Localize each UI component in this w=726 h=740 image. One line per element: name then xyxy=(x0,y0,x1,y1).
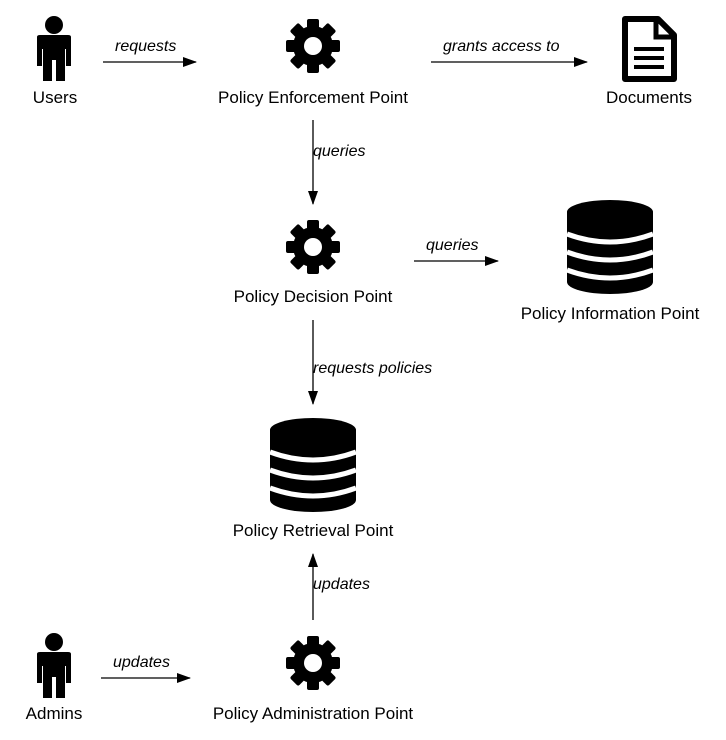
node-label-users: Users xyxy=(32,88,78,107)
node-label-pip: Policy Information Point xyxy=(520,304,700,323)
edge-label-admins-pap: updates xyxy=(113,654,170,671)
person-icon xyxy=(37,16,71,81)
person-icon xyxy=(37,633,71,698)
node-label-admins: Admins xyxy=(25,704,83,723)
node-label-pdp: Policy Decision Point xyxy=(233,287,393,306)
node-label-pep: Policy Enforcement Point xyxy=(218,88,408,107)
document-icon xyxy=(622,16,677,82)
edge-label-pep-pdp: queries xyxy=(313,143,366,160)
edge-label-users-pep: requests xyxy=(115,38,177,55)
node-label-documents: Documents xyxy=(606,88,692,107)
gear-icon xyxy=(286,636,340,690)
edge-label-pep-documents: grants access to xyxy=(443,38,560,55)
edge-label-pdp-prp: requests policies xyxy=(313,360,433,377)
gear-icon xyxy=(286,19,340,73)
node-label-pap: Policy Administration Point xyxy=(212,704,414,723)
edge-label-pdp-pip: queries xyxy=(426,237,479,254)
gear-icon xyxy=(286,220,340,274)
database-icon xyxy=(567,200,653,294)
edge-label-pap-prp: updates xyxy=(313,576,370,593)
database-icon xyxy=(270,418,356,512)
node-label-prp: Policy Retrieval Point xyxy=(232,521,394,540)
